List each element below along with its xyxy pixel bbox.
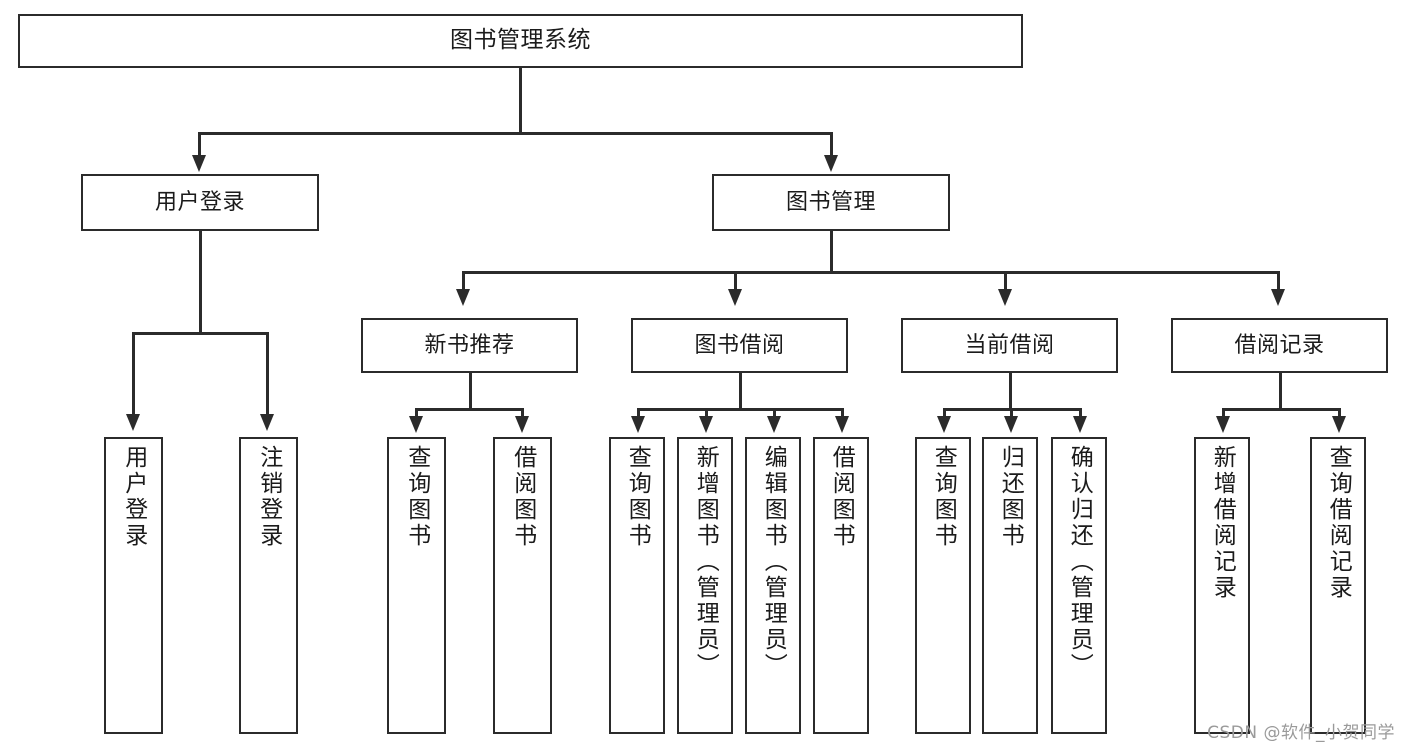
- connector-nbr-stem: [469, 373, 472, 410]
- arrowhead-bb-leaf-0: [631, 416, 645, 433]
- connector-user-login-drop-1: [266, 332, 269, 416]
- connector-book-management-stem: [830, 231, 833, 273]
- leaf-cb-confirm-return-admin[interactable]: 确认归还（管理员）: [1051, 437, 1107, 734]
- connector-user-login-stem: [199, 231, 202, 334]
- node-label: 当前借阅: [964, 332, 1055, 358]
- connector-nbr-drop-1: [521, 408, 524, 418]
- node-label: 新增借阅记录: [1209, 445, 1236, 601]
- node-label: 借阅图书: [509, 445, 536, 549]
- leaf-bb-query-book[interactable]: 查询图书: [609, 437, 665, 734]
- connector-cb-drop-2: [1079, 408, 1082, 418]
- node-label: 图书借阅: [694, 332, 785, 358]
- node-borrow-record[interactable]: 借阅记录: [1171, 318, 1388, 373]
- node-label: 图书管理系统: [450, 27, 591, 54]
- leaf-bb-edit-book-admin[interactable]: 编辑图书（管理员）: [745, 437, 801, 734]
- arrowhead-nbr-leaf-1: [515, 416, 529, 433]
- node-label: 确认归还（管理员）: [1066, 445, 1093, 679]
- connector-root-stem: [519, 68, 522, 134]
- arrowhead-cb-leaf-2: [1073, 416, 1087, 433]
- connector-bm-drop-3: [1277, 271, 1280, 291]
- arrowhead-br-leaf-0: [1216, 416, 1230, 433]
- node-book-borrow[interactable]: 图书借阅: [631, 318, 848, 373]
- arrowhead-leaf-user-login: [126, 414, 140, 431]
- connector-br-stem: [1279, 373, 1282, 410]
- node-label: 用户登录: [120, 445, 147, 549]
- arrowhead-leaf-logout: [260, 414, 274, 431]
- connector-cb-stem: [1009, 373, 1012, 410]
- arrowhead-borrow-record: [1271, 289, 1285, 306]
- leaf-cb-query-book[interactable]: 查询图书: [915, 437, 971, 734]
- connector-root-to-user-login: [198, 132, 201, 157]
- arrowhead-bb-leaf-2: [767, 416, 781, 433]
- leaf-bb-add-book-admin[interactable]: 新增图书（管理员）: [677, 437, 733, 734]
- node-label: 新增图书（管理员）: [692, 445, 719, 679]
- leaf-nbr-query-book[interactable]: 查询图书: [387, 437, 446, 734]
- connector-bb-drop-1: [705, 408, 708, 418]
- arrowhead-new-book-recommend: [456, 289, 470, 306]
- arrowhead-bb-leaf-3: [835, 416, 849, 433]
- arrowhead-br-leaf-1: [1332, 416, 1346, 433]
- leaf-br-query-record[interactable]: 查询借阅记录: [1310, 437, 1366, 734]
- node-new-book-recommend[interactable]: 新书推荐: [361, 318, 578, 373]
- arrowhead-current-borrow: [998, 289, 1012, 306]
- arrowhead-bb-leaf-1: [699, 416, 713, 433]
- arrowhead-user-login: [192, 155, 206, 172]
- leaf-nbr-borrow-book[interactable]: 借阅图书: [493, 437, 552, 734]
- node-label: 编辑图书（管理员）: [760, 445, 787, 679]
- connector-cb-drop-0: [943, 408, 946, 418]
- node-current-borrow[interactable]: 当前借阅: [901, 318, 1118, 373]
- arrowhead-book-management: [824, 155, 838, 172]
- arrowhead-cb-leaf-1: [1004, 416, 1018, 433]
- leaf-logout[interactable]: 注销登录: [239, 437, 298, 734]
- connector-bm-drop-0: [462, 271, 465, 291]
- node-label: 借阅记录: [1234, 332, 1325, 358]
- connector-root-bus: [198, 132, 831, 135]
- node-label: 查询图书: [403, 445, 430, 549]
- connector-bb-drop-3: [841, 408, 844, 418]
- connector-book-management-bus: [462, 271, 1280, 274]
- node-label: 查询图书: [624, 445, 651, 549]
- connector-br-drop-1: [1338, 408, 1341, 418]
- node-user-login[interactable]: 用户登录: [81, 174, 319, 231]
- arrowhead-book-borrow: [728, 289, 742, 306]
- connector-bm-drop-2: [1004, 271, 1007, 291]
- node-root-book-management-system[interactable]: 图书管理系统: [18, 14, 1023, 68]
- arrowhead-cb-leaf-0: [937, 416, 951, 433]
- connector-bm-drop-1: [734, 271, 737, 291]
- node-label: 图书管理: [785, 189, 876, 215]
- node-label: 查询图书: [930, 445, 957, 549]
- leaf-user-login[interactable]: 用户登录: [104, 437, 163, 734]
- node-label: 注销登录: [255, 445, 282, 549]
- connector-nbr-bus: [415, 408, 523, 411]
- node-label: 新书推荐: [424, 332, 515, 358]
- connector-nbr-drop-0: [415, 408, 418, 418]
- connector-bb-drop-2: [773, 408, 776, 418]
- node-label: 借阅图书: [828, 445, 855, 549]
- connector-root-to-book-management: [830, 132, 833, 157]
- leaf-bb-borrow-book[interactable]: 借阅图书: [813, 437, 869, 734]
- node-label: 用户登录: [154, 189, 245, 215]
- leaf-br-add-record[interactable]: 新增借阅记录: [1194, 437, 1250, 734]
- node-label: 查询借阅记录: [1325, 445, 1352, 601]
- arrowhead-nbr-leaf-0: [409, 416, 423, 433]
- connector-bb-bus: [637, 408, 843, 411]
- node-book-management[interactable]: 图书管理: [712, 174, 950, 231]
- connector-br-bus: [1222, 408, 1338, 411]
- node-label: 归还图书: [997, 445, 1024, 549]
- leaf-cb-return-book[interactable]: 归还图书: [982, 437, 1038, 734]
- connector-br-drop-0: [1222, 408, 1225, 418]
- connector-cb-drop-1: [1010, 408, 1013, 418]
- connector-bb-stem: [739, 373, 742, 410]
- connector-user-login-drop-0: [132, 332, 135, 416]
- connector-user-login-bus: [132, 332, 268, 335]
- connector-bb-drop-0: [637, 408, 640, 418]
